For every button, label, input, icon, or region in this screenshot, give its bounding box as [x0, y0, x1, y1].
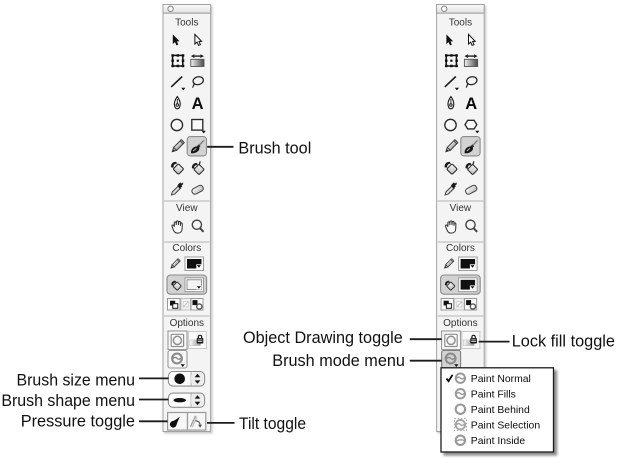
- svg-text:Options: Options: [170, 318, 204, 329]
- svg-text:Brush tool: Brush tool: [238, 138, 311, 157]
- svg-text:Tilt toggle: Tilt toggle: [239, 414, 306, 433]
- svg-text:Paint Fills: Paint Fills: [471, 389, 516, 400]
- svg-text:Brush shape menu: Brush shape menu: [1, 391, 135, 410]
- svg-text:Paint Inside: Paint Inside: [471, 436, 526, 447]
- svg-text:Tools: Tools: [449, 18, 472, 29]
- svg-text:Colors: Colors: [446, 243, 475, 254]
- svg-text:Paint Selection: Paint Selection: [471, 420, 541, 431]
- svg-text:A: A: [192, 95, 204, 113]
- svg-text:Paint Behind: Paint Behind: [471, 405, 530, 416]
- svg-text:Paint Normal: Paint Normal: [471, 374, 531, 385]
- svg-text:Object Drawing toggle: Object Drawing toggle: [243, 328, 403, 347]
- svg-text:Colors: Colors: [172, 243, 201, 254]
- svg-text:Brush size menu: Brush size menu: [17, 370, 136, 389]
- svg-text:Options: Options: [443, 318, 477, 329]
- svg-text:Tools: Tools: [175, 18, 198, 29]
- svg-text:A: A: [465, 95, 477, 113]
- svg-text:View: View: [450, 203, 472, 214]
- svg-text:Lock fill toggle: Lock fill toggle: [512, 332, 615, 351]
- svg-text:Pressure toggle: Pressure toggle: [21, 412, 135, 431]
- svg-text:View: View: [176, 203, 198, 214]
- svg-text:Brush mode menu: Brush mode menu: [272, 351, 405, 370]
